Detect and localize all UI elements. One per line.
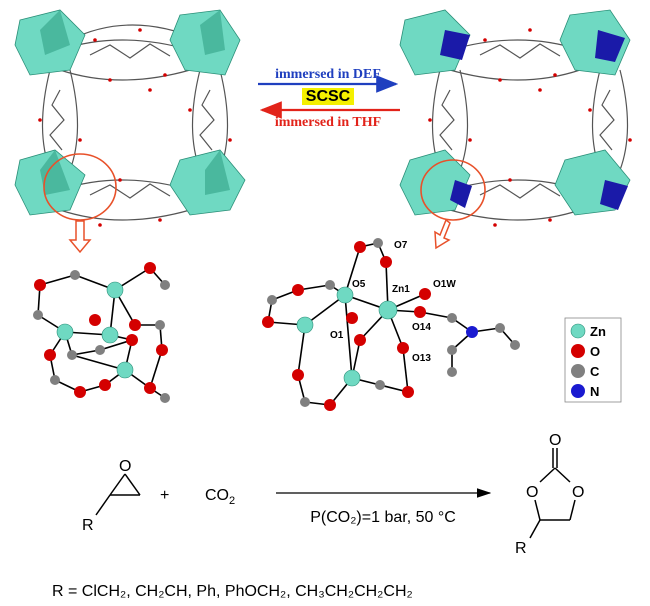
plus-sign: +	[160, 487, 169, 504]
legend-o-label: O	[590, 344, 600, 359]
label-o13: O13	[412, 353, 431, 364]
scsc-label: SCSC	[306, 88, 351, 105]
carbonate-r: R	[515, 540, 527, 557]
cluster-right: O7 O5 Zn1 O1W O14 O1 O13	[262, 238, 520, 411]
hollow-arrow-left	[68, 220, 92, 254]
carbonate-o-top: O	[549, 432, 561, 449]
label-o5: O5	[352, 279, 366, 290]
label-o7: O7	[394, 240, 408, 251]
reaction-condition: P(CO₂)=1 bar, 50 °C	[310, 509, 456, 526]
epoxide-o: O	[119, 458, 131, 475]
legend-n-swatch	[571, 384, 585, 398]
atom-legend: Zn O C N	[564, 317, 622, 403]
cluster-left	[33, 262, 170, 403]
legend-n-label: N	[590, 384, 599, 399]
framework-right	[399, 9, 632, 250]
legend-c-label: C	[590, 364, 600, 379]
scsc-arrows: immersed in DEF SCSC immersed in THF	[258, 67, 400, 130]
legend-zn-label: Zn	[590, 324, 606, 339]
scsc-highlight	[302, 88, 354, 105]
label-o14: O14	[412, 322, 431, 333]
co2-text: CO2	[205, 487, 235, 507]
reverse-label: immersed in THF	[275, 115, 381, 130]
framework-left	[14, 9, 246, 254]
legend-c-swatch	[571, 364, 585, 378]
highlight-circle-left	[43, 153, 117, 221]
epoxide-r: R	[82, 517, 94, 534]
r-groups-line: R = ClCH₂, CH₂CH, Ph, PhOCH₂, CH₃CH₂CH₂C…	[52, 583, 413, 600]
carbonate-o-left: O	[526, 484, 538, 501]
carbonate-o-right: O	[572, 484, 584, 501]
cyclic-carbonate	[529, 448, 576, 539]
legend-o-swatch	[571, 344, 585, 358]
legend-zn-swatch	[570, 323, 586, 339]
label-zn1: Zn1	[392, 284, 410, 295]
label-o1w: O1W	[433, 279, 456, 290]
forward-label: immersed in DEF	[275, 67, 381, 82]
label-o1: O1	[330, 330, 344, 341]
hollow-arrow-right	[434, 218, 451, 250]
highlight-circle-right	[420, 159, 486, 221]
epoxide	[95, 473, 141, 516]
